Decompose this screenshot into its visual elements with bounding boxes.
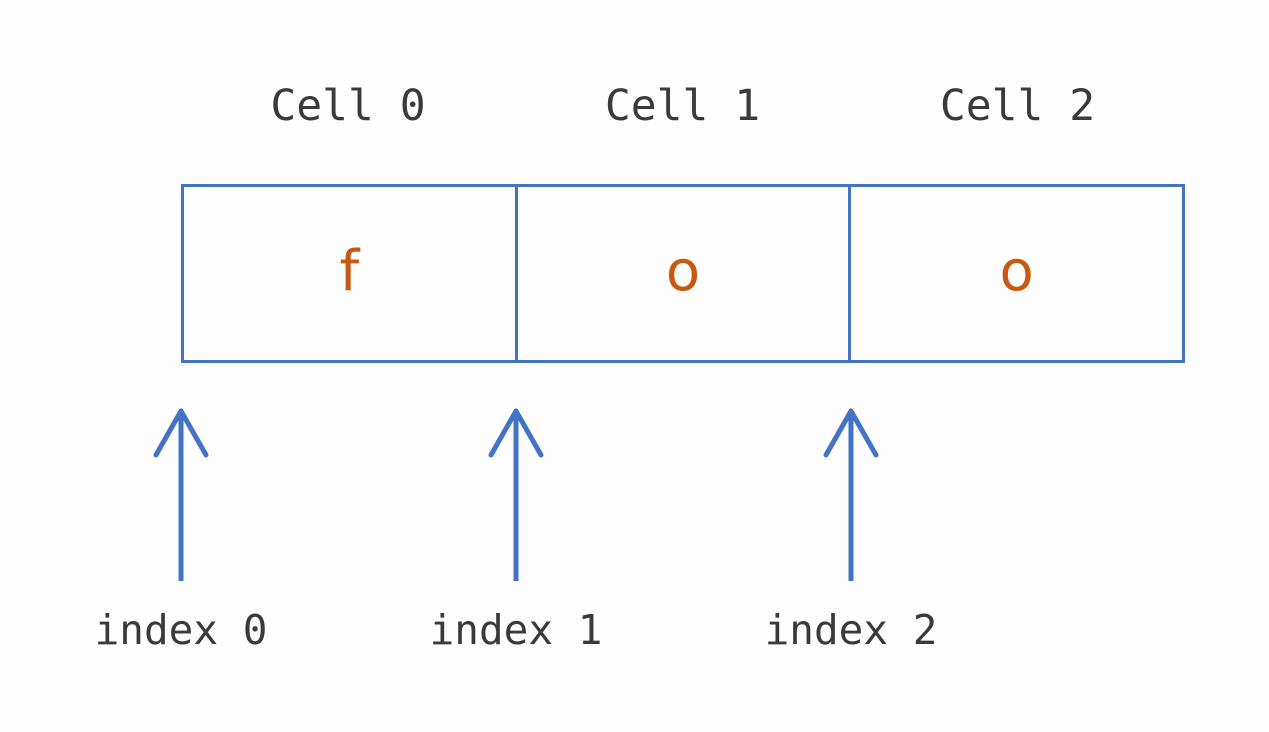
cell-label-1-text: Cell 1 — [604, 81, 761, 131]
string-cell-0: f — [184, 187, 515, 360]
string-cell-2: o — [848, 187, 1183, 360]
cell-label-0-text: Cell 0 — [270, 81, 426, 131]
index-label-1-text: index 1 — [429, 606, 603, 654]
index-label-0: index 0 — [1, 604, 361, 656]
index-arrow-0-icon — [136, 405, 226, 585]
string-cell-1: o — [514, 187, 849, 360]
cell-character-0: f — [339, 238, 360, 304]
cell-label-2: Cell 2 — [850, 78, 1185, 134]
cell-label-1: Cell 1 — [515, 78, 850, 134]
cell-character-1: o — [665, 238, 701, 304]
index-label-1: index 1 — [336, 604, 696, 656]
index-label-2-text: index 2 — [764, 606, 938, 654]
cell-character-2: o — [999, 238, 1034, 304]
cell-label-0: Cell 0 — [181, 78, 515, 134]
index-label-0-text: index 0 — [94, 606, 268, 654]
string-box: f o o — [181, 184, 1185, 363]
cell-label-2-text: Cell 2 — [939, 81, 1096, 131]
index-arrow-2-icon — [806, 405, 896, 585]
index-arrow-1-icon — [471, 405, 561, 585]
index-label-2: index 2 — [671, 604, 1031, 656]
